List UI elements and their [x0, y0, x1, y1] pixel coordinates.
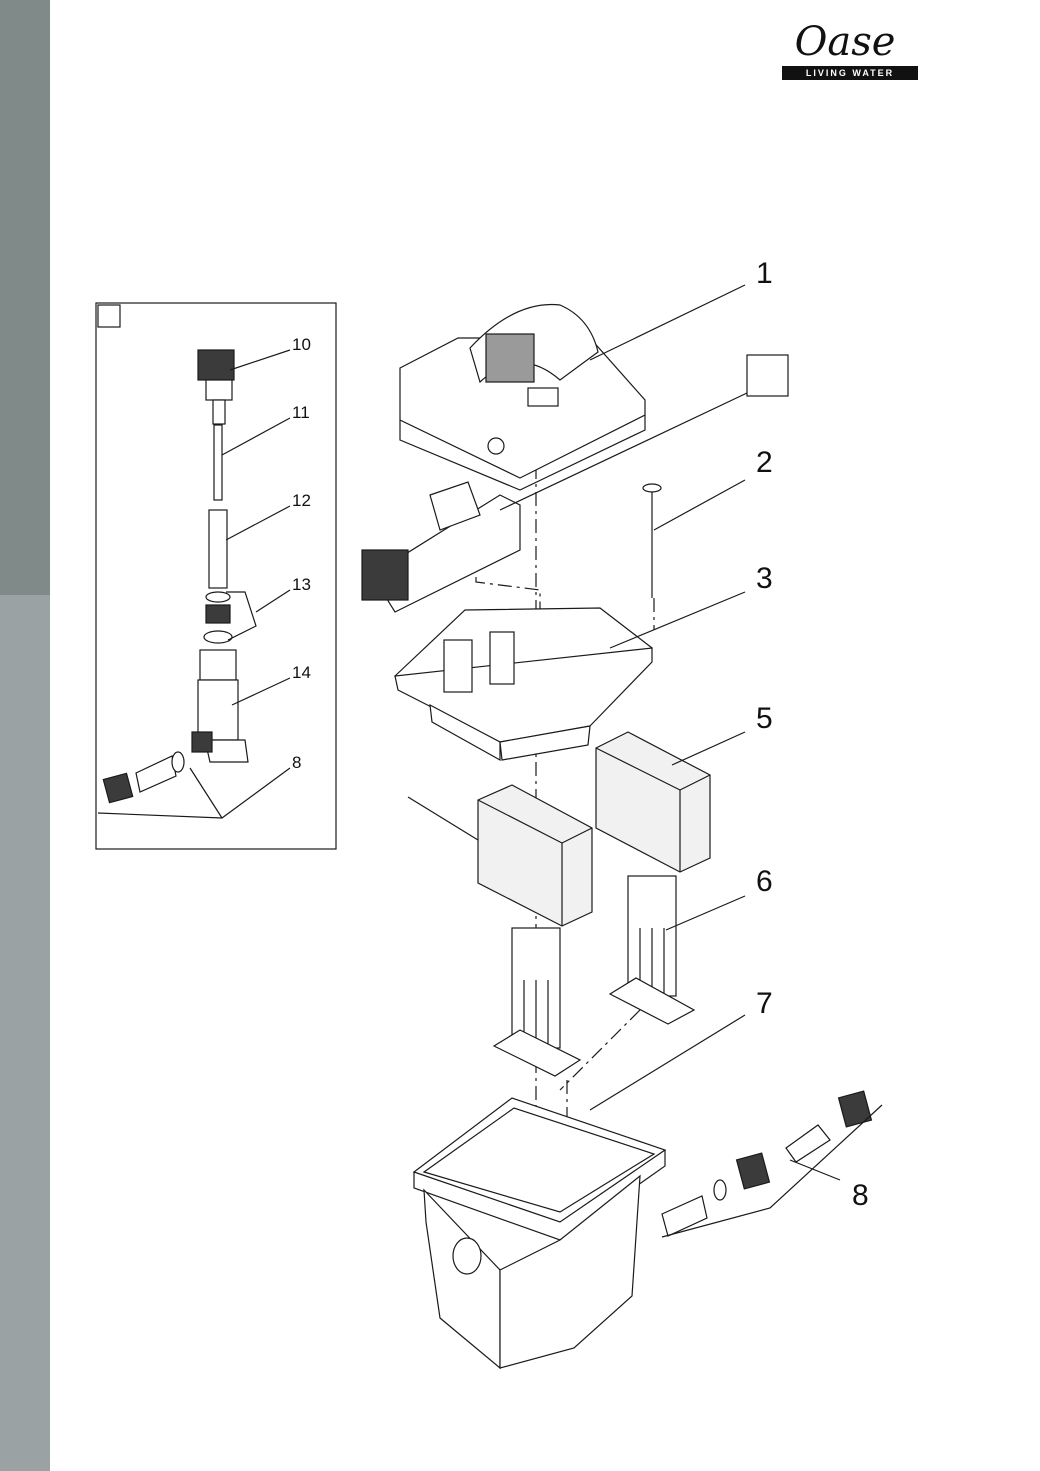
- sponge-left-leader: [407, 796, 479, 841]
- part-hose-adapters: [661, 1090, 873, 1237]
- part-holder-left: [492, 927, 582, 1077]
- inset-frame: [95, 302, 337, 850]
- part-uvc-unit: [361, 481, 521, 613]
- inset-corner-square: [97, 304, 121, 328]
- inset-callout-13: 13: [292, 575, 311, 594]
- part-container: [412, 1097, 667, 1370]
- side-band-top: [0, 0, 50, 595]
- callouts-main: 1 2 3 5 6 7 8: [756, 257, 869, 1212]
- side-band-bottom: [0, 595, 50, 1471]
- callout-3: 3: [756, 562, 773, 595]
- inset-part-rod: [213, 424, 223, 501]
- inset-callout-10: 10: [292, 335, 311, 354]
- part-sponge-left: [477, 784, 593, 927]
- inset-callout-14: 14: [292, 663, 311, 682]
- inset-callout-8: 8: [292, 753, 301, 772]
- inset-part-body: [191, 649, 249, 763]
- part-pin: [642, 483, 662, 598]
- callout-2: 2: [756, 446, 773, 479]
- part-sponge-right: [595, 731, 711, 873]
- callout-8: 8: [852, 1179, 869, 1212]
- part-tray: [393, 607, 653, 762]
- callout-6: 6: [756, 865, 773, 898]
- logo-tagline: LIVING WATER: [805, 68, 895, 78]
- inset-part-hose-adapter: [102, 751, 185, 804]
- inset-part-connector: [197, 349, 235, 425]
- inset-part-nut-ring: [203, 591, 233, 644]
- logo-tagline-bar: LIVING WATER: [782, 66, 918, 80]
- callout-5: 5: [756, 702, 773, 735]
- part-holder-right: [608, 875, 696, 1025]
- callout-1: 1: [756, 257, 773, 290]
- part-lid: [399, 303, 646, 491]
- callout-7: 7: [756, 987, 773, 1020]
- brand-logo: Oase LIVING WATER: [772, 18, 918, 84]
- uvc-reference-square: [746, 354, 789, 397]
- logo-wordmark: Oase: [794, 19, 896, 65]
- inset-callout-12: 12: [292, 491, 311, 510]
- inset-part-tube: [208, 509, 228, 589]
- inset-callout-11: 11: [292, 403, 310, 422]
- callouts-inset: 10 11 12 13 14 8: [292, 335, 311, 772]
